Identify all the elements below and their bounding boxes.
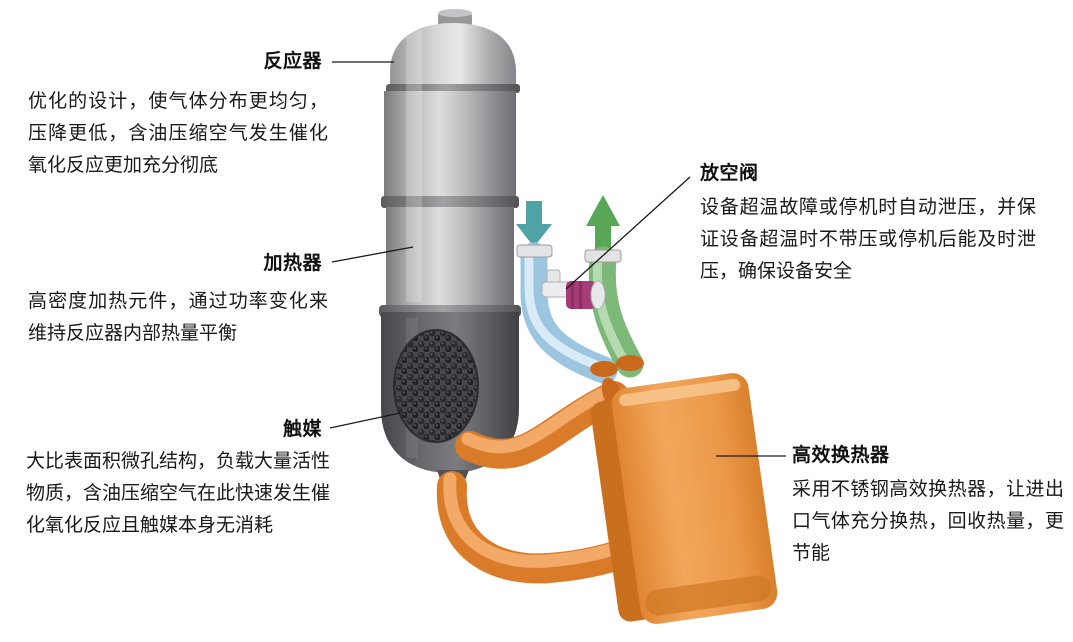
heater-title: 加热器: [263, 253, 322, 274]
reactor-title: 反应器: [263, 51, 322, 72]
heat-exchanger: [590, 373, 778, 624]
catalyst-granules: [393, 329, 479, 443]
heater-description: 高密度加热元件，通过功率变化来维持反应器内部热量平衡: [28, 291, 328, 344]
inlet-down-arrow-icon: [516, 201, 552, 247]
leader-heater: [331, 246, 414, 263]
leader-catalyst: [329, 412, 401, 429]
vent-valve-title: 放空阀: [700, 163, 759, 184]
heater-section: [386, 207, 514, 310]
reactor-description: 优化的设计，使气体分布更均匀，压降更低，含油压缩空气发生催化氧化反应更加充分彻底: [28, 91, 328, 176]
heat-exchanger-title: 高效换热器: [792, 445, 890, 466]
vent-valve: [541, 269, 606, 310]
catalyst-description: 大比表面积微孔结构，负载大量活性物质，含油压缩空气在此快速发生催化氧化反应且触媒…: [26, 451, 331, 536]
heat-exchanger-description: 采用不锈钢高效换热器，让进出口气体充分换热，回收热量，更节能: [792, 479, 1064, 564]
outlet-up-arrow-icon: [586, 195, 620, 252]
outlet-pipe-green: [584, 246, 644, 378]
vent-valve-description: 设备超温故障或停机时自动泄压，并保证设备超温时不带压或停机后能及时泄压，确保设备…: [700, 197, 1036, 282]
catalyst-title: 触媒: [282, 419, 322, 440]
leader-lines: [329, 61, 786, 457]
leader-vent-valve: [565, 176, 691, 290]
inlet-pipe-blue: [516, 242, 618, 384]
